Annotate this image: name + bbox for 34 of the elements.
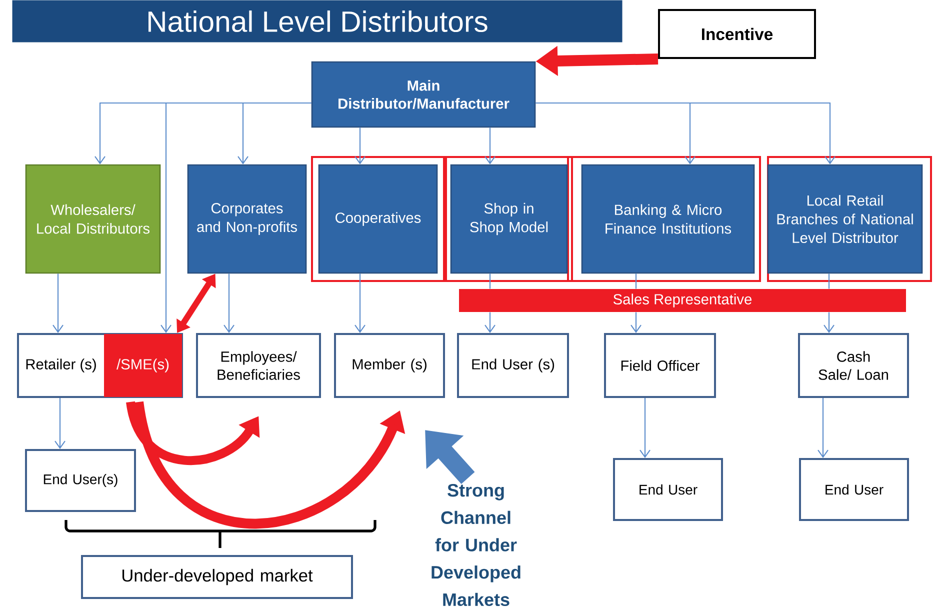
sales-bar: Sales Representative	[459, 289, 906, 312]
channel-note: Strong Channel for Under Developed Markets	[432, 484, 520, 606]
arrow	[640, 398, 650, 458]
arrow	[224, 274, 234, 333]
end-user-box: End User(s)	[25, 449, 136, 512]
outlet-box: Cash Sale/ Loan	[798, 333, 909, 398]
arrow	[484, 128, 496, 164]
outlet-box: Field Officer	[604, 333, 716, 398]
distributor-box: Main Distributor/Manufacturer	[311, 61, 536, 128]
retailer-box: Retailer (s) /SME(s)	[17, 333, 183, 398]
channel-box: Local Retail Branches of National Level Distributor	[767, 164, 923, 274]
outlet-box: Member (s)	[334, 333, 445, 398]
end-user-box: End User	[799, 458, 909, 521]
arrow	[824, 312, 834, 333]
end-user-box: End User	[613, 458, 723, 521]
channel-box: Shop in Shop Model	[450, 164, 568, 274]
incentive-box: Incentive	[658, 9, 816, 59]
arrow	[818, 398, 828, 458]
arrow	[630, 312, 642, 333]
arrow	[536, 102, 836, 164]
arrow	[354, 274, 366, 333]
channel-box: Corporates and Non-profits	[187, 164, 307, 274]
arrow	[52, 274, 64, 333]
arrow	[160, 102, 312, 333]
channel-box: Wholesalers/ Local Distributors	[25, 164, 161, 274]
arrow	[484, 312, 496, 333]
outlet-box: Employees/ Beneficiaries	[196, 333, 321, 398]
market-box: Under-developed market	[81, 555, 353, 599]
channel-box: Cooperatives	[318, 164, 438, 274]
channel-box: Banking & Micro Finance Institutions	[581, 164, 755, 274]
arrow	[354, 128, 366, 164]
title-banner: National Level Distributors	[12, 0, 622, 42]
arrow	[54, 398, 66, 449]
outlet-box: End User (s)	[457, 333, 569, 398]
